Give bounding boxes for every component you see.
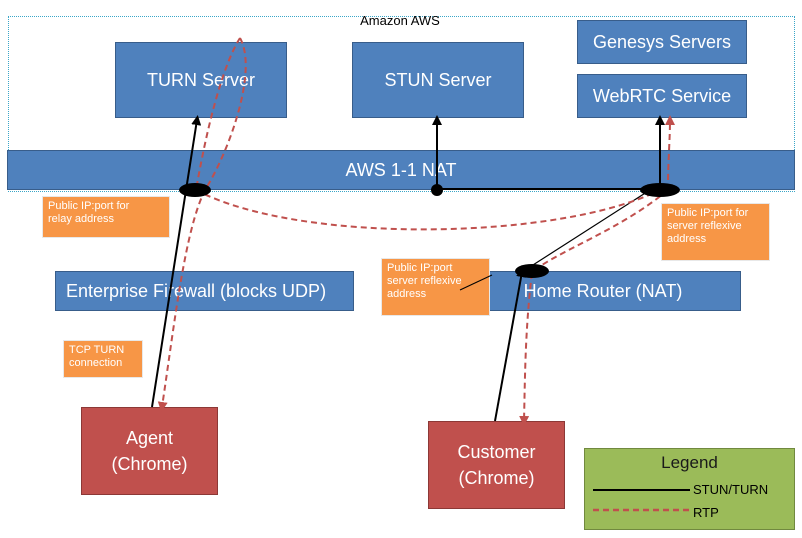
- turn-server-box: TURN Server: [115, 42, 287, 118]
- customer-to-router-line: [494, 267, 527, 422]
- turn-server-label: TURN Server: [146, 69, 255, 90]
- enterprise-firewall-bar: Enterprise Firewall (blocks UDP): [55, 271, 354, 311]
- home-router-binding-point: [515, 264, 549, 278]
- rtp-agent-relay-path: [157, 37, 247, 412]
- enterprise-firewall-label: Enterprise Firewall (blocks UDP): [66, 280, 327, 301]
- rtp-to-webrtc-path: [664, 115, 675, 191]
- home-router-label: Home Router (NAT): [523, 280, 683, 301]
- server-reflexive-note: Public IP:port for server reflexive addr…: [661, 203, 770, 261]
- genesys-servers-box: Genesys Servers: [577, 20, 747, 64]
- relay-binding-point: [179, 183, 211, 197]
- relay-address-note: Public IP:port for relay address: [42, 196, 170, 238]
- genesys-servers-label: Genesys Servers: [592, 31, 732, 52]
- customer-label-line1: Customer: [457, 442, 536, 462]
- stun-server-box: STUN Server: [352, 42, 524, 118]
- agent-label-line2: (Chrome): [111, 454, 188, 474]
- legend-title: Legend: [661, 453, 718, 472]
- home-router-bar: Home Router (NAT): [465, 271, 741, 311]
- rtp-relay-to-reflexive-path: [195, 189, 661, 231]
- webrtc-service-box: WebRTC Service: [577, 74, 747, 118]
- aws-region: [8, 16, 795, 192]
- home-reflexive-note: Public IP:port server reflexive address: [381, 258, 490, 316]
- agent-to-turn-line: [151, 115, 202, 408]
- stun-server-label: STUN Server: [384, 69, 492, 90]
- aws-region-label: Amazon AWS: [360, 13, 440, 28]
- customer-label-line2: (Chrome): [458, 468, 535, 488]
- rtp-turn-loop-path: [195, 37, 241, 191]
- customer-box: Customer (Chrome): [428, 421, 565, 509]
- reflexive-binding-point: [640, 183, 680, 197]
- webrtc-service-label: WebRTC Service: [592, 85, 732, 106]
- tcp-turn-note: TCP TURN connection: [63, 340, 143, 378]
- legend-rtp-label: RTP: [693, 505, 719, 520]
- legend-stun-turn-label: STUN/TURN: [693, 482, 769, 497]
- agent-label-line1: Agent: [125, 428, 174, 448]
- aws-nat-label: AWS 1-1 NAT: [345, 159, 457, 180]
- stun-binding-point: [431, 184, 443, 196]
- home-note-pointer: [459, 274, 493, 291]
- agent-box: Agent (Chrome): [81, 407, 218, 495]
